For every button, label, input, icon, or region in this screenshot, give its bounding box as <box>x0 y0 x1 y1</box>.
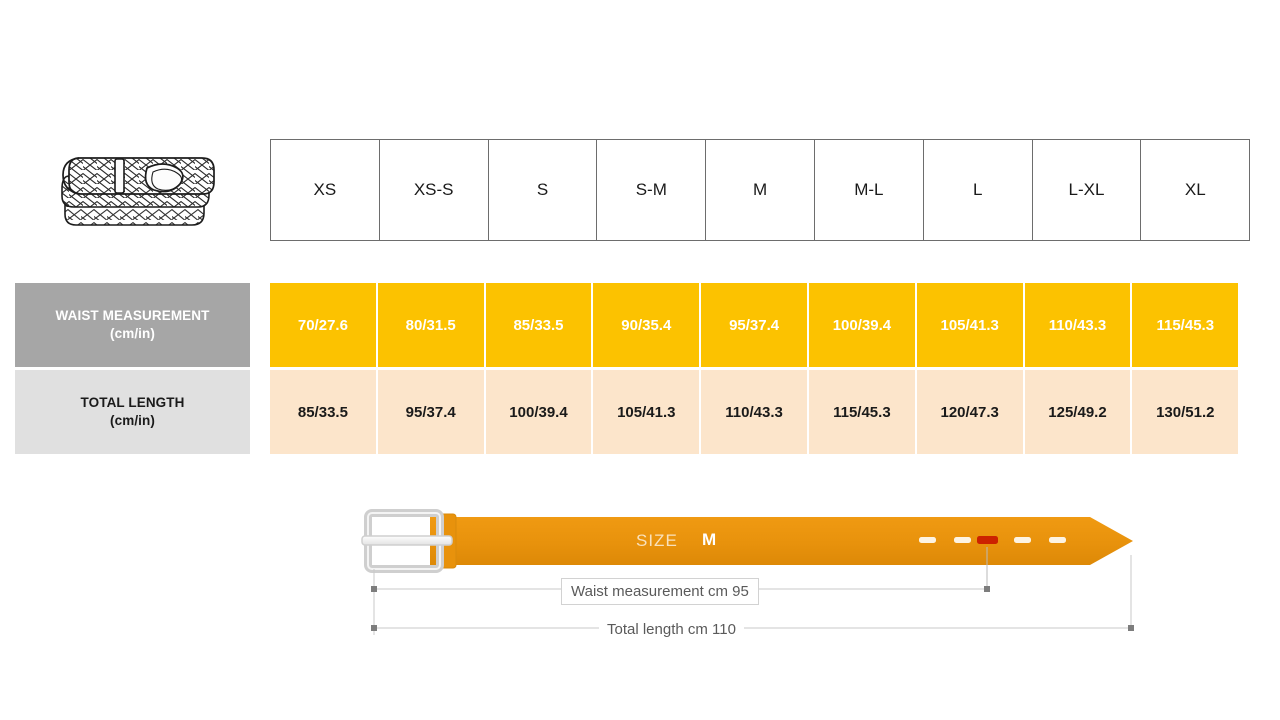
total-value-cell: 100/39.4 <box>485 370 594 454</box>
size-header-cell[interactable]: XS-S <box>378 139 489 241</box>
waist-value-cell: 110/43.3 <box>1024 283 1133 367</box>
table-header-row: XS XS-S S S-M M M-L L L-XL XL <box>270 139 1251 241</box>
size-header-cell[interactable]: XL <box>1140 139 1251 241</box>
waist-value-cell: 90/35.4 <box>593 283 702 367</box>
belt-hole <box>1014 537 1031 543</box>
diagram-size-value: M <box>702 530 717 549</box>
row-label-line1: WAIST MEASUREMENT <box>55 308 210 324</box>
belt-buckle-prong <box>361 535 453 546</box>
belt-diagram-svg <box>361 509 1134 635</box>
waist-value-cell: 95/37.4 <box>701 283 809 367</box>
waist-value-cell: 100/39.4 <box>808 283 917 367</box>
waist-value-cell: 80/31.5 <box>377 283 486 367</box>
row-label-line2: (cm/in) <box>110 326 155 341</box>
total-value-cell: 110/43.3 <box>701 370 809 454</box>
belt-hole <box>919 537 936 543</box>
belt-hole <box>1049 537 1066 543</box>
size-header-cell[interactable]: M <box>705 139 815 241</box>
waist-dim-marker-left <box>371 586 377 592</box>
total-value-cell: 105/41.3 <box>593 370 702 454</box>
belt-hole <box>954 537 971 543</box>
belt-strap <box>430 517 1133 565</box>
total-value-cell: 120/47.3 <box>916 370 1025 454</box>
total-value-cell: 130/51.2 <box>1132 370 1241 454</box>
row-label-line1: TOTAL LENGTH <box>80 395 185 411</box>
braided-belt-icon <box>61 157 215 226</box>
row-cells-total: 85/33.5 95/37.4 100/39.4 105/41.3 110/43… <box>270 370 1241 454</box>
belt-measurement-diagram <box>0 495 1280 655</box>
size-header-cell[interactable]: S-M <box>596 139 707 241</box>
size-header-cell[interactable]: XS <box>270 139 380 241</box>
size-header-table: XS XS-S S S-M M M-L L L-XL XL <box>270 139 1251 241</box>
size-header-cell[interactable]: L-XL <box>1031 139 1142 241</box>
row-label-waist-measurement: WAIST MEASUREMENT (cm/in) <box>15 283 250 367</box>
total-value-cell: 85/33.5 <box>270 370 378 454</box>
total-value-cell: 115/45.3 <box>808 370 917 454</box>
table-row-total-length: TOTAL LENGTH (cm/in) 85/33.5 95/37.4 100… <box>0 370 1280 454</box>
braided-belt-illustration <box>55 142 230 242</box>
size-header-cell[interactable]: L <box>922 139 1033 241</box>
total-value-cell: 125/49.2 <box>1024 370 1133 454</box>
belt-hole-highlighted <box>977 536 998 544</box>
waist-dimension-label: Waist measurement cm 95 <box>561 578 759 605</box>
total-dimension-label: Total length cm 110 <box>599 619 744 640</box>
row-cells-waist: 70/27.6 80/31.5 85/33.5 90/35.4 95/37.4 … <box>270 283 1241 367</box>
total-dim-marker-right <box>1128 625 1134 631</box>
size-header-cell[interactable]: M-L <box>813 139 924 241</box>
waist-value-cell: 105/41.3 <box>916 283 1025 367</box>
size-header-cell[interactable]: S <box>487 139 598 241</box>
measurement-rows: WAIST MEASUREMENT (cm/in) 70/27.6 80/31.… <box>0 283 1280 457</box>
row-label-line2: (cm/in) <box>110 413 155 428</box>
waist-value-cell: 115/45.3 <box>1132 283 1241 367</box>
table-row-waist-measurement: WAIST MEASUREMENT (cm/in) 70/27.6 80/31.… <box>0 283 1280 367</box>
waist-value-cell: 70/27.6 <box>270 283 378 367</box>
waist-dim-marker-right <box>984 586 990 592</box>
row-label-total-length: TOTAL LENGTH (cm/in) <box>15 370 250 454</box>
total-dim-marker-left <box>371 625 377 631</box>
diagram-size-caption: SIZE <box>636 531 678 550</box>
waist-value-cell: 85/33.5 <box>485 283 594 367</box>
total-value-cell: 95/37.4 <box>377 370 486 454</box>
